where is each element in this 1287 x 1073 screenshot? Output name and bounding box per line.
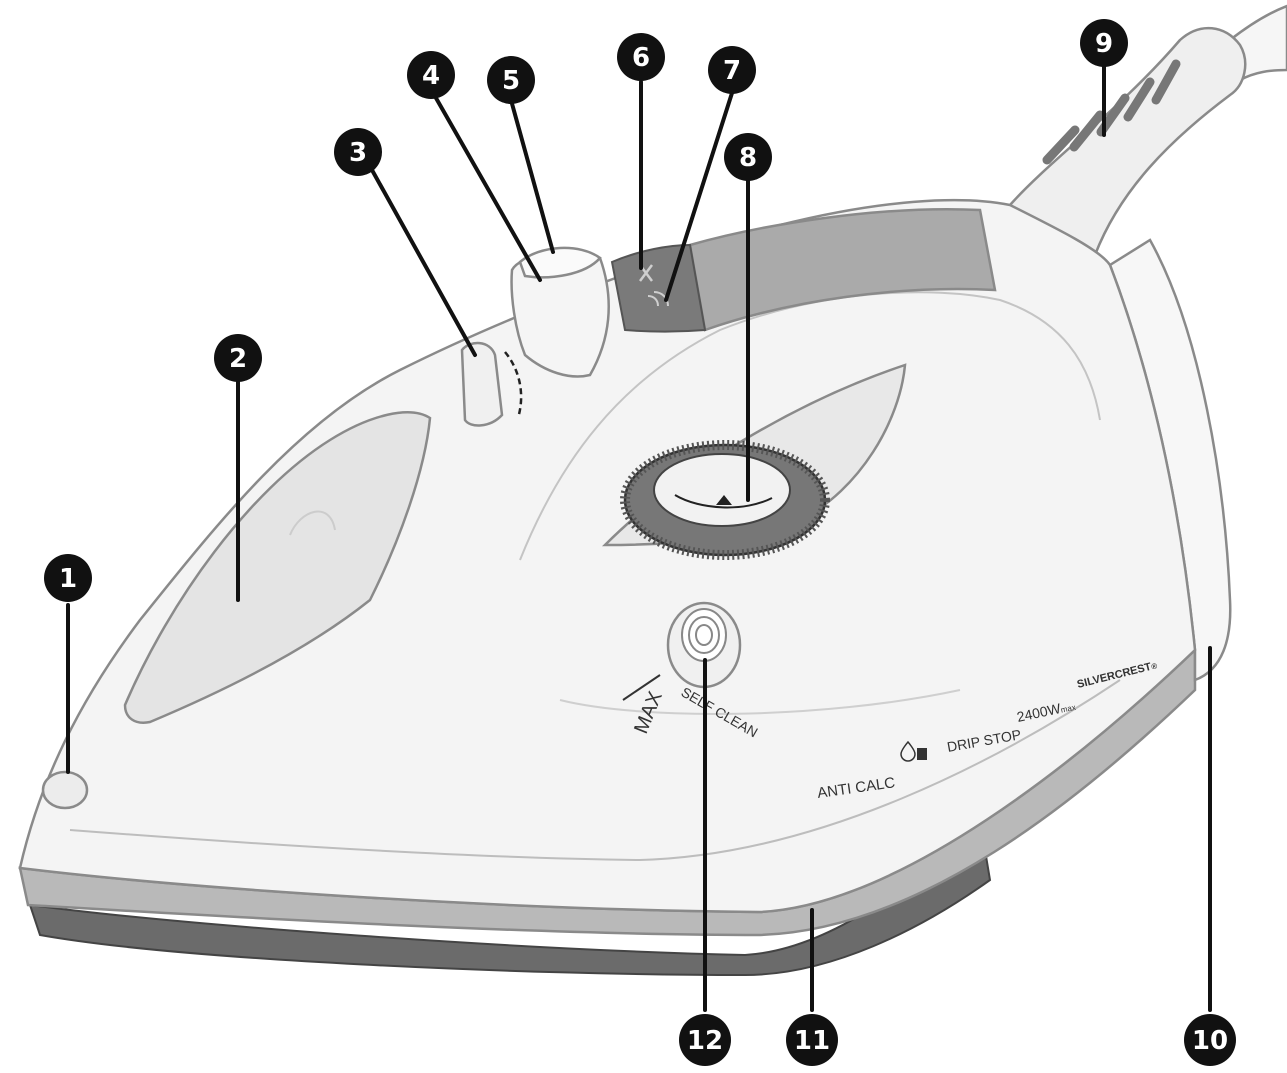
callout-1-number: 1 <box>59 564 77 594</box>
callout-7: 7 <box>708 46 756 94</box>
callout-12: 12 <box>679 1014 731 1066</box>
callout-6: 6 <box>617 33 665 81</box>
callout-11-number: 11 <box>794 1026 830 1056</box>
callout-6-number: 6 <box>632 43 650 73</box>
callout-4-number: 4 <box>422 61 440 91</box>
callout-5: 5 <box>487 56 535 104</box>
callout-3: 3 <box>334 128 382 176</box>
callout-5-number: 5 <box>502 66 520 96</box>
callout-10-number: 10 <box>1192 1026 1228 1056</box>
callout-12-number: 12 <box>687 1026 723 1056</box>
leader-5 <box>511 100 553 252</box>
callout-9: 9 <box>1080 19 1128 67</box>
temperature-dial <box>625 445 825 555</box>
leader-3 <box>372 170 475 355</box>
callout-11: 11 <box>786 1014 838 1066</box>
callout-2: 2 <box>214 334 262 382</box>
callout-3-number: 3 <box>349 138 367 168</box>
callout-8-number: 8 <box>739 143 757 173</box>
callout-10: 10 <box>1184 1014 1236 1066</box>
callout-2-number: 2 <box>229 344 247 374</box>
callout-4: 4 <box>407 51 455 99</box>
spray-nozzle <box>43 772 87 808</box>
callout-9-number: 9 <box>1095 29 1113 59</box>
leader-4 <box>436 98 540 280</box>
callout-1: 1 <box>44 554 92 602</box>
callout-7-number: 7 <box>723 56 741 86</box>
indicator-panel <box>612 245 705 332</box>
callout-8: 8 <box>724 133 772 181</box>
